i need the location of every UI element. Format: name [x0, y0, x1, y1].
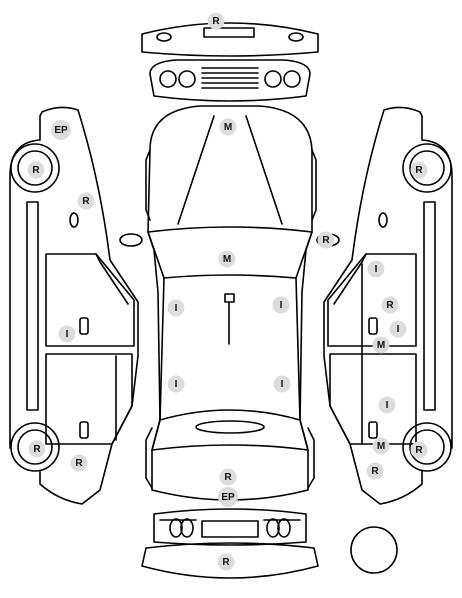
- marker-label: M: [224, 122, 232, 133]
- marker-label: R: [415, 165, 423, 176]
- marker-badge: [410, 161, 428, 179]
- marker-badge: [51, 120, 71, 140]
- damage-markers: R M EP R R I R R R M I I I I R EP R I R I M I M R R R: [27, 12, 428, 571]
- marker-label: R: [212, 16, 220, 27]
- marker-label: R: [32, 165, 40, 176]
- marker-badge: [389, 320, 407, 338]
- damage-marker-roof-right-rear-i: I: [273, 375, 291, 393]
- marker-label: I: [397, 324, 400, 335]
- damage-marker-right-front-wheel-r: R: [410, 161, 428, 179]
- damage-marker-trunk-r: R: [219, 468, 237, 486]
- marker-label: R: [82, 196, 90, 207]
- rear-tailgate-view: [149, 59, 311, 102]
- marker-label: I: [280, 300, 283, 311]
- marker-badge: [217, 553, 235, 571]
- damage-marker-rear-top-r: R: [207, 12, 225, 30]
- car-body-top-view: [119, 105, 340, 501]
- marker-label: I: [175, 303, 178, 314]
- marker-badge: [27, 161, 45, 179]
- marker-badge: [167, 299, 185, 317]
- marker-label: I: [175, 379, 178, 390]
- damage-marker-left-front-wheel-r: R: [27, 161, 45, 179]
- marker-badge: [366, 462, 384, 480]
- marker-badge: [207, 12, 225, 30]
- front-bumper-bottom-view: [141, 542, 319, 579]
- damage-marker-left-rear-wheel-r: R: [28, 440, 46, 458]
- marker-label: R: [75, 458, 83, 469]
- damage-marker-front-bottom-r: R: [217, 553, 235, 571]
- marker-label: I: [386, 400, 389, 411]
- front-grille-view: [153, 508, 307, 546]
- marker-label: M: [377, 340, 385, 351]
- damage-marker-right-mirror-r: R: [317, 231, 335, 249]
- damage-marker-left-rear-quarter-r: R: [70, 454, 88, 472]
- damage-marker-left-front-door-i: I: [58, 325, 76, 343]
- marker-badge: [167, 375, 185, 393]
- damage-marker-right-rear-wheel-r: R: [410, 441, 428, 459]
- marker-badge: [273, 375, 291, 393]
- marker-badge: [367, 260, 385, 278]
- marker-label: R: [224, 472, 232, 483]
- marker-label: M: [377, 441, 385, 452]
- marker-label: R: [415, 445, 423, 456]
- damage-marker-right-front-door-m: M: [372, 336, 390, 354]
- damage-marker-left-fender-ep: EP: [51, 120, 71, 140]
- rear-bumper-top-view: [141, 22, 319, 57]
- marker-badge: [272, 296, 290, 314]
- spare-wheel-shape: [350, 526, 398, 574]
- damage-marker-right-rear-quarter-r: R: [366, 462, 384, 480]
- damage-marker-right-front-door-r: R: [381, 296, 399, 314]
- marker-label: M: [223, 254, 231, 265]
- marker-badge: [77, 192, 95, 210]
- marker-badge: [219, 118, 237, 136]
- damage-marker-roof-left-front-i: I: [167, 299, 185, 317]
- marker-label: R: [386, 300, 394, 311]
- damage-marker-hood-m: M: [219, 118, 237, 136]
- marker-label: EP: [221, 492, 235, 503]
- marker-badge: [410, 441, 428, 459]
- damage-marker-rear-bumper-ep: EP: [218, 487, 238, 507]
- right-side-view: [323, 106, 453, 505]
- marker-label: R: [371, 466, 379, 477]
- damage-marker-left-fender-r: R: [77, 192, 95, 210]
- marker-badge: [218, 487, 238, 507]
- damage-marker-right-front-door-side-i: I: [389, 320, 407, 338]
- marker-badge: [378, 396, 396, 414]
- damage-marker-roof-m: M: [218, 250, 236, 268]
- damage-marker-right-rear-door-m: M: [372, 437, 390, 455]
- damage-marker-roof-left-rear-i: I: [167, 375, 185, 393]
- marker-label: R: [322, 235, 330, 246]
- marker-label: EP: [54, 125, 68, 136]
- marker-badge: [381, 296, 399, 314]
- marker-label: I: [66, 329, 69, 340]
- marker-badge: [218, 250, 236, 268]
- damage-marker-right-front-door-top-i: I: [367, 260, 385, 278]
- marker-label: I: [281, 379, 284, 390]
- damage-marker-right-rear-door-i: I: [378, 396, 396, 414]
- marker-badge: [28, 440, 46, 458]
- marker-badge: [372, 336, 390, 354]
- marker-label: R: [222, 557, 230, 568]
- damage-marker-roof-right-front-i: I: [272, 296, 290, 314]
- marker-badge: [317, 231, 335, 249]
- marker-badge: [372, 437, 390, 455]
- marker-label: I: [375, 264, 378, 275]
- marker-badge: [70, 454, 88, 472]
- marker-badge: [58, 325, 76, 343]
- marker-label: R: [33, 444, 41, 455]
- marker-badge: [219, 468, 237, 486]
